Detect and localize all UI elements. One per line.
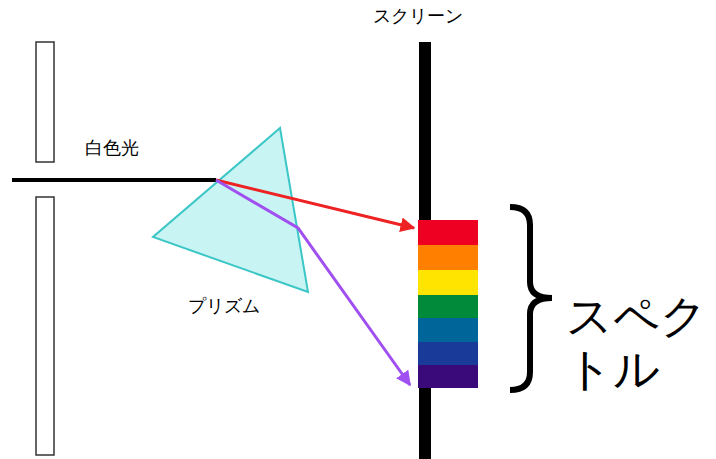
red-ray — [216, 180, 414, 228]
prism-label: プリズム — [188, 296, 260, 317]
spectrum-bands — [418, 220, 478, 388]
slit-plate — [36, 197, 54, 455]
violet-ray — [216, 180, 410, 385]
slit-plate — [36, 42, 54, 162]
bracket — [510, 207, 552, 390]
prism — [153, 128, 308, 292]
screen-label: スクリーン — [373, 6, 463, 27]
light-label: 白色光 — [85, 138, 139, 159]
spectrum-label: スペクトル — [566, 290, 712, 396]
white-light-beam — [12, 178, 216, 182]
